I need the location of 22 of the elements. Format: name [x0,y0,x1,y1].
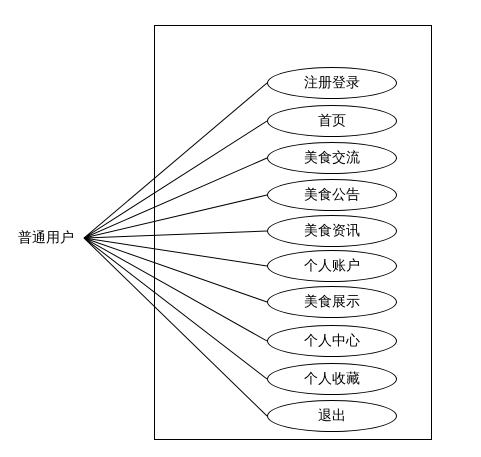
association-line [84,238,268,416]
use-case-label: 注册登录 [304,74,360,92]
use-case-label: 美食资讯 [304,222,360,240]
use-case-label: 首页 [318,112,346,130]
association-line [84,158,268,238]
association-line [84,120,268,238]
use-case-label: 个人账户 [304,257,360,275]
use-case-label: 退出 [318,407,346,425]
use-case-label: 个人收藏 [304,370,360,388]
association-line [84,238,268,302]
system-boundary [154,25,432,440]
use-case-label: 个人中心 [304,332,360,350]
use-case-label: 美食交流 [304,149,360,167]
association-line [84,238,268,266]
use-case-label: 美食展示 [304,293,360,311]
association-line [84,238,268,380]
use-case-label: 美食公告 [304,186,360,204]
association-line [84,194,268,238]
actor-label: 普通用户 [18,228,84,248]
association-line [84,238,268,342]
association-line [84,82,268,238]
association-line [84,230,268,238]
